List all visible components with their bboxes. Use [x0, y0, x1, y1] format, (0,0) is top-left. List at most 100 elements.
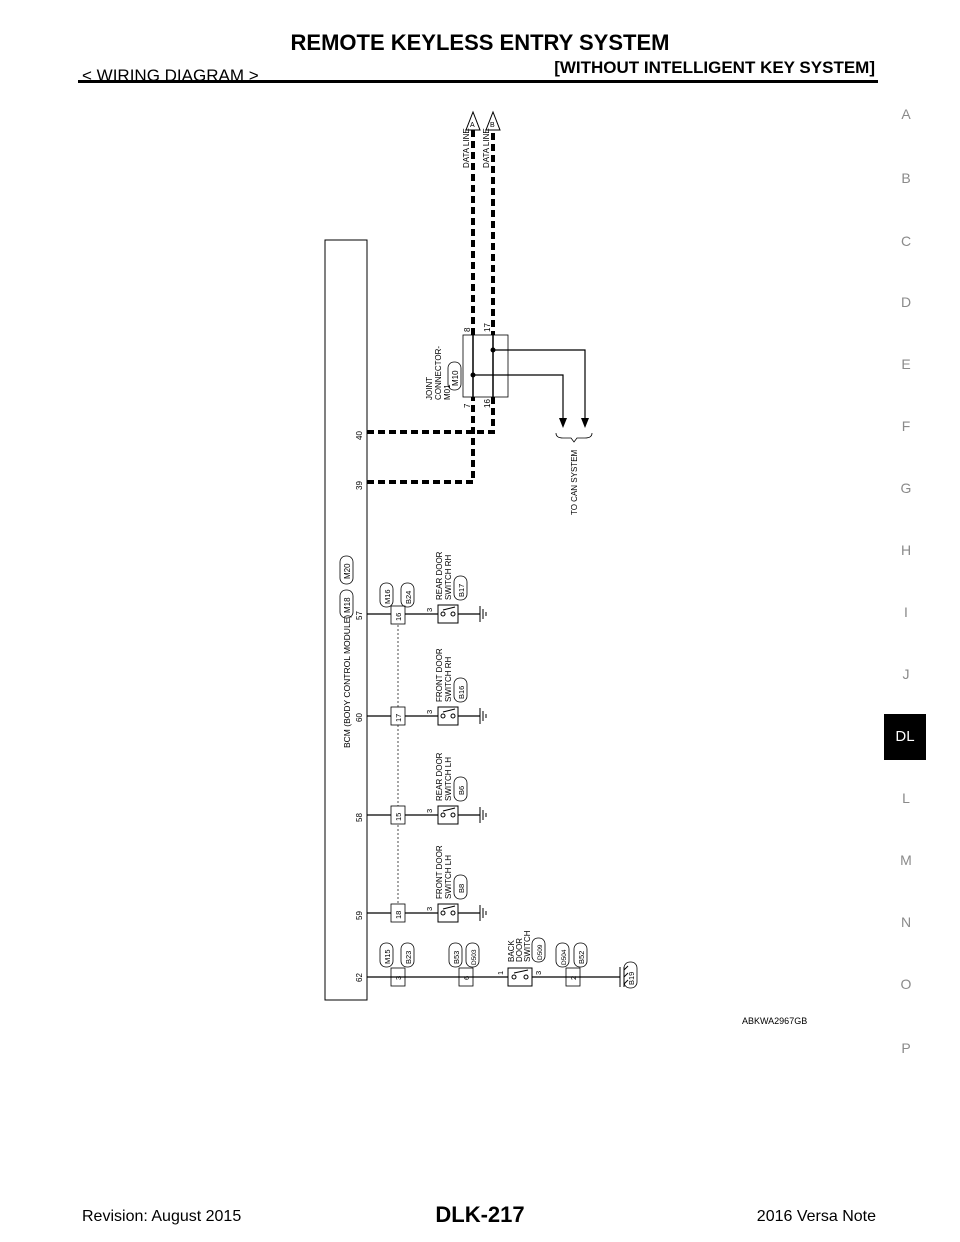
svg-text:REAR DOOR: REAR DOOR: [435, 752, 444, 801]
side-index-letter[interactable]: H: [900, 542, 912, 558]
data-line-wires: [367, 130, 495, 484]
svg-text:M16: M16: [383, 589, 392, 604]
svg-text:M15: M15: [383, 949, 392, 964]
harness-connector-d504: D504: [555, 942, 570, 968]
svg-text:M18: M18: [343, 597, 352, 613]
svg-text:M10: M10: [451, 370, 460, 386]
svg-text:BACK: BACK: [507, 940, 516, 962]
joint-connector-code: M10: [447, 361, 462, 391]
bcm-pin: 58: [355, 813, 364, 822]
side-index-letter[interactable]: C: [900, 233, 912, 249]
back-door-switch-label: BACK DOOR SWITCH: [507, 930, 532, 962]
back-door-switch-code: D509: [531, 937, 546, 963]
side-index-letter[interactable]: F: [901, 418, 911, 434]
harness-connector-b23: B23: [400, 942, 415, 968]
switch-pin: 3: [425, 907, 434, 911]
revision-label: Revision: August 2015: [82, 1208, 242, 1225]
bcm-pin: 59: [355, 911, 364, 920]
page-subtitle: [WITHOUT INTELLIGENT KEY SYSTEM]: [554, 58, 875, 77]
bcm-connector-m20: M20: [339, 555, 354, 585]
switch-code-b16: B16: [453, 677, 468, 703]
harness-connector-m16: M16: [379, 582, 394, 608]
harness-pin: 15: [394, 813, 403, 821]
side-index-letter[interactable]: B: [901, 170, 911, 186]
svg-text:M01: M01: [443, 384, 452, 400]
harness-connector-b52: B52: [573, 942, 588, 968]
harness-pin: 2: [569, 976, 578, 980]
svg-text:D504: D504: [561, 949, 568, 965]
svg-text:A: A: [470, 122, 475, 129]
svg-text:B19: B19: [627, 972, 636, 985]
side-index-letter[interactable]: J: [902, 666, 910, 682]
side-index-letter[interactable]: E: [901, 356, 911, 372]
back-door-switch: [507, 967, 533, 987]
bcm-pin: 62: [355, 973, 364, 982]
bcm-connector-m18: M18: [339, 589, 354, 619]
svg-text:FRONT DOOR: FRONT DOOR: [435, 648, 444, 702]
rear-door-switch-rh: [437, 604, 459, 624]
svg-text:REAR DOOR: REAR DOOR: [435, 551, 444, 600]
joint-pin: 17: [483, 323, 492, 332]
side-index-letter[interactable]: A: [901, 106, 911, 122]
svg-text:SWITCH RH: SWITCH RH: [444, 656, 453, 702]
harness-pin: 17: [394, 714, 403, 722]
bcm-box: [324, 239, 368, 1001]
svg-text:CONNECTOR-: CONNECTOR-: [434, 346, 443, 400]
bcm-pin: 60: [355, 713, 364, 722]
bcm-pin: 57: [355, 611, 364, 620]
side-index-letter[interactable]: D: [900, 294, 912, 310]
can-system-wires: [473, 349, 586, 420]
ground-code-b19: B19: [623, 961, 638, 989]
switch-code-b6: B6: [453, 776, 468, 802]
data-line-a-label: DATA LINE: [462, 128, 471, 168]
switch-pin: 3: [425, 710, 434, 714]
front-door-switch-lh: [437, 903, 459, 923]
to-can-system-label: TO CAN SYSTEM: [570, 449, 579, 515]
harness-connector-b24: B24: [400, 582, 415, 608]
connector-b-arrow: B: [485, 110, 501, 131]
figure-code: ABKWA2967GB: [742, 1016, 808, 1026]
svg-text:JOINT: JOINT: [425, 377, 434, 400]
side-index-letter[interactable]: P: [901, 1040, 911, 1056]
connector-a-arrow: A: [465, 110, 481, 131]
side-index-letter[interactable]: L: [902, 790, 910, 806]
svg-text:B52: B52: [577, 951, 586, 964]
svg-text:B53: B53: [452, 951, 461, 964]
switch-code-b17: B17: [453, 575, 468, 601]
side-index-active[interactable]: DL: [884, 714, 926, 760]
svg-text:SWITCH: SWITCH: [523, 930, 532, 962]
svg-text:B: B: [490, 122, 495, 129]
bcm-pin: 40: [355, 431, 364, 440]
svg-text:B23: B23: [404, 951, 413, 964]
harness-pin: 6: [462, 976, 471, 980]
svg-text:B17: B17: [457, 584, 466, 597]
switch-pin: 3: [425, 608, 434, 612]
joint-pin: 7: [463, 403, 472, 408]
side-index-letter[interactable]: O: [900, 976, 912, 992]
switch-labels: REAR DOOR SWITCH RH FRONT DOOR SWITCH RH…: [435, 551, 453, 899]
switch-pin: 3: [425, 809, 434, 813]
harness-pin: 18: [394, 911, 403, 919]
svg-text:FRONT DOOR: FRONT DOOR: [435, 845, 444, 899]
rear-door-switch-lh: [437, 805, 459, 825]
svg-text:SWITCH RH: SWITCH RH: [444, 554, 453, 600]
svg-text:M20: M20: [343, 563, 352, 579]
back-door-pin: 1: [496, 971, 505, 975]
harness-connector-b53: B53: [448, 942, 463, 968]
harness-pin: 16: [394, 613, 403, 621]
side-index-letter[interactable]: M: [900, 852, 912, 868]
side-index-letter[interactable]: I: [904, 604, 908, 620]
header-rule: [78, 80, 878, 83]
svg-text:B16: B16: [457, 686, 466, 699]
side-index-letter[interactable]: G: [900, 480, 912, 496]
door-switch-circuits: [367, 613, 480, 914]
svg-text:DOOR: DOOR: [515, 938, 524, 962]
joint-connector-label: JOINT CONNECTOR- M01: [425, 346, 452, 400]
side-index-letter[interactable]: N: [900, 914, 912, 930]
svg-text:SWITCH LH: SWITCH LH: [444, 855, 453, 899]
joint-pin: 8: [463, 327, 472, 332]
svg-text:B24: B24: [404, 591, 413, 604]
harness-connector-m15: M15: [379, 942, 394, 968]
svg-text:D509: D509: [537, 944, 544, 960]
